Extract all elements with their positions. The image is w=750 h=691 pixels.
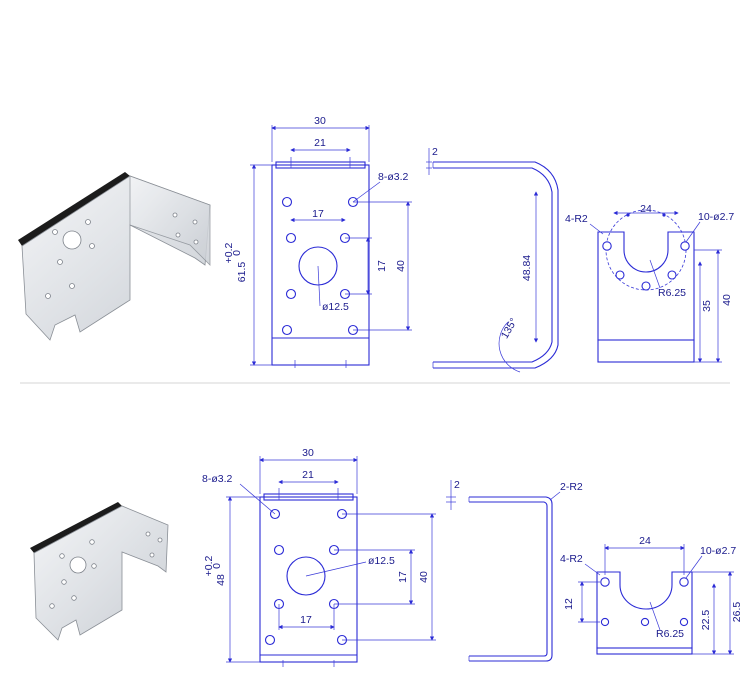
- side-thickness-bottom: 2: [454, 479, 460, 491]
- side-height-top: 48.84: [521, 255, 533, 281]
- dim-height-tol-upper-bottom: +0.2: [203, 555, 215, 576]
- dim-hole-height-top: 40: [395, 260, 407, 272]
- bottom-height-outer-top: 40: [721, 294, 733, 306]
- bottom-width-bottom: 24: [639, 535, 651, 547]
- front-view-bottom: 30 21 17 17 40 48 +0.2 0 8-ø3.2 ø12.5: [202, 447, 436, 667]
- side-angle-top: 135°: [499, 316, 520, 341]
- dim-inner-width-top: 21: [314, 137, 326, 149]
- dim-hole-spacing-v-top: 17: [376, 260, 388, 272]
- dim-hole-spacing-h-bottom: 17: [300, 614, 312, 626]
- bottom-slot-height-bottom: 12: [563, 598, 575, 610]
- dim-hole-spacing-v-bottom: 17: [397, 571, 409, 583]
- dim-hole-height-bottom: 40: [418, 571, 430, 583]
- dim-height-bottom: 48: [215, 574, 227, 586]
- bracket-photo-bottom: [30, 502, 169, 641]
- hole-label-bottom: 8-ø3.2: [202, 473, 233, 485]
- hole-label-top: 8-ø3.2: [378, 171, 409, 183]
- center-hole-label-top: ø12.5: [322, 301, 349, 313]
- bottom-width-top: 24: [640, 203, 652, 215]
- dim-height-top: 61.5: [236, 262, 248, 283]
- bottom-hole-label-top: 10-ø2.7: [698, 211, 734, 223]
- dim-height-tol-lower-bottom: 0: [211, 563, 223, 569]
- bottom-radius-label-bottom: 4-R2: [560, 553, 583, 565]
- dim-width-bottom: 30: [302, 447, 314, 459]
- bottom-inner-radius-top: R6.25: [658, 287, 686, 299]
- bottom-hole-label-bottom: 10-ø2.7: [700, 545, 736, 557]
- bottom-inner-radius-bottom: R6.25: [656, 628, 684, 640]
- dim-hole-spacing-h-top: 17: [312, 208, 324, 220]
- side-view-top: 2 48.84 135°: [426, 146, 559, 373]
- dim-height-tol-lower-top: 0: [231, 250, 243, 256]
- center-hole-label-bottom: ø12.5: [368, 555, 395, 567]
- bottom-height-inner-top: 35: [701, 300, 713, 312]
- bottom-view-top: 24 4-R2 10-ø2.7 R6.25 40 35: [565, 203, 734, 363]
- bottom-height-outer-bottom: 26.5: [731, 602, 743, 623]
- side-thickness-top: 2: [432, 146, 438, 158]
- bottom-view-bottom: 24 4-R2 10-ø2.7 R6.25 12 26.5 22.5: [560, 535, 743, 655]
- bottom-height-inner-bottom: 22.5: [700, 610, 712, 631]
- front-view-top: 30 21 17 17 40 61.5 +0.2 0 8-ø3.2 ø12.5: [223, 115, 412, 368]
- side-radius-label-bottom: 2-R2: [560, 481, 583, 493]
- dim-inner-width-bottom: 21: [302, 469, 314, 481]
- bottom-radius-label-top: 4-R2: [565, 213, 588, 225]
- dim-width-top: 30: [314, 115, 326, 127]
- dim-height-tol-upper-top: +0.2: [223, 242, 235, 263]
- bracket-photo-top: [18, 172, 211, 341]
- side-view-bottom: 2 2-R2: [446, 479, 583, 662]
